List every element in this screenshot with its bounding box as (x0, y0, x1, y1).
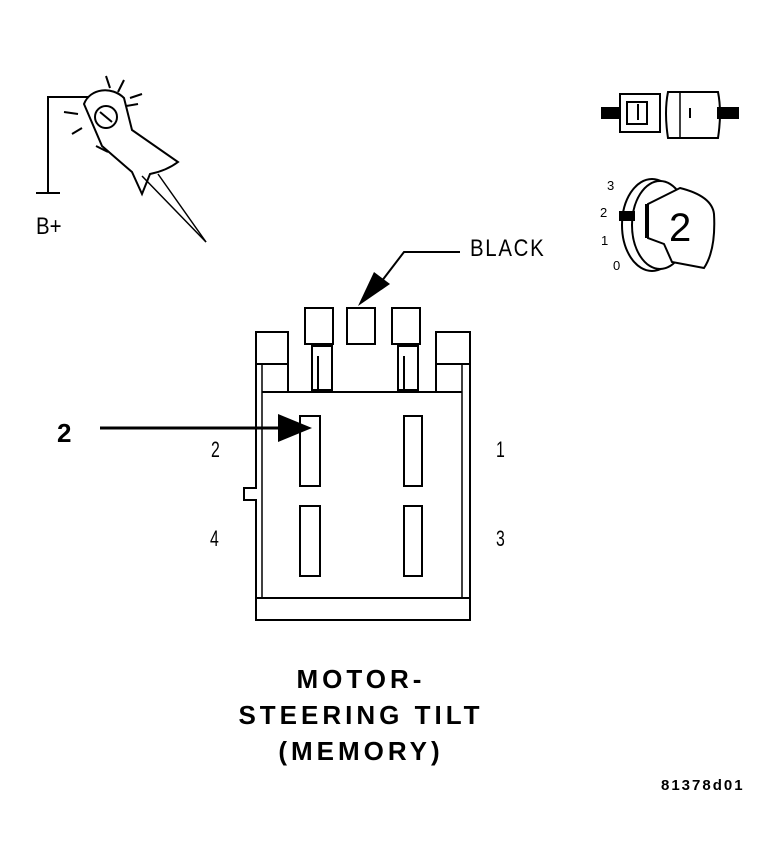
key-position-3: 3 (607, 178, 615, 193)
key-position-2: 2 (600, 205, 608, 220)
power-label: B+ (36, 213, 62, 240)
wire-color-label: BLACK (470, 235, 546, 262)
terminal-cavity-pin-1 (403, 415, 423, 487)
test-light-icon (36, 75, 207, 243)
connector-body (243, 307, 471, 621)
terminal-cavity-pin-2 (299, 415, 321, 487)
black-wire-arrow (358, 251, 460, 306)
callout-arrow (100, 414, 312, 442)
pin-number-4: 4 (210, 526, 219, 551)
ignition-key-icon (619, 178, 716, 272)
terminal-cavity-pin-4 (299, 505, 321, 577)
pin-number-2: 2 (211, 437, 220, 462)
callout-number: 2 (57, 418, 72, 448)
terminal-cavity-pin-3 (403, 505, 423, 577)
pin-number-3: 3 (496, 526, 505, 551)
connector-disconnected-icon (601, 91, 739, 139)
key-position-1: 1 (601, 233, 609, 248)
title-line-3: (MEMORY) (278, 736, 444, 766)
figure-reference-id: 81378d01 (661, 777, 745, 794)
key-selected-position: 2 (669, 206, 692, 250)
title-line-2: STEERING TILT (238, 700, 484, 730)
key-position-0: 0 (613, 258, 621, 273)
title-line-1: MOTOR- (296, 664, 426, 694)
pin-number-1: 1 (496, 437, 505, 462)
